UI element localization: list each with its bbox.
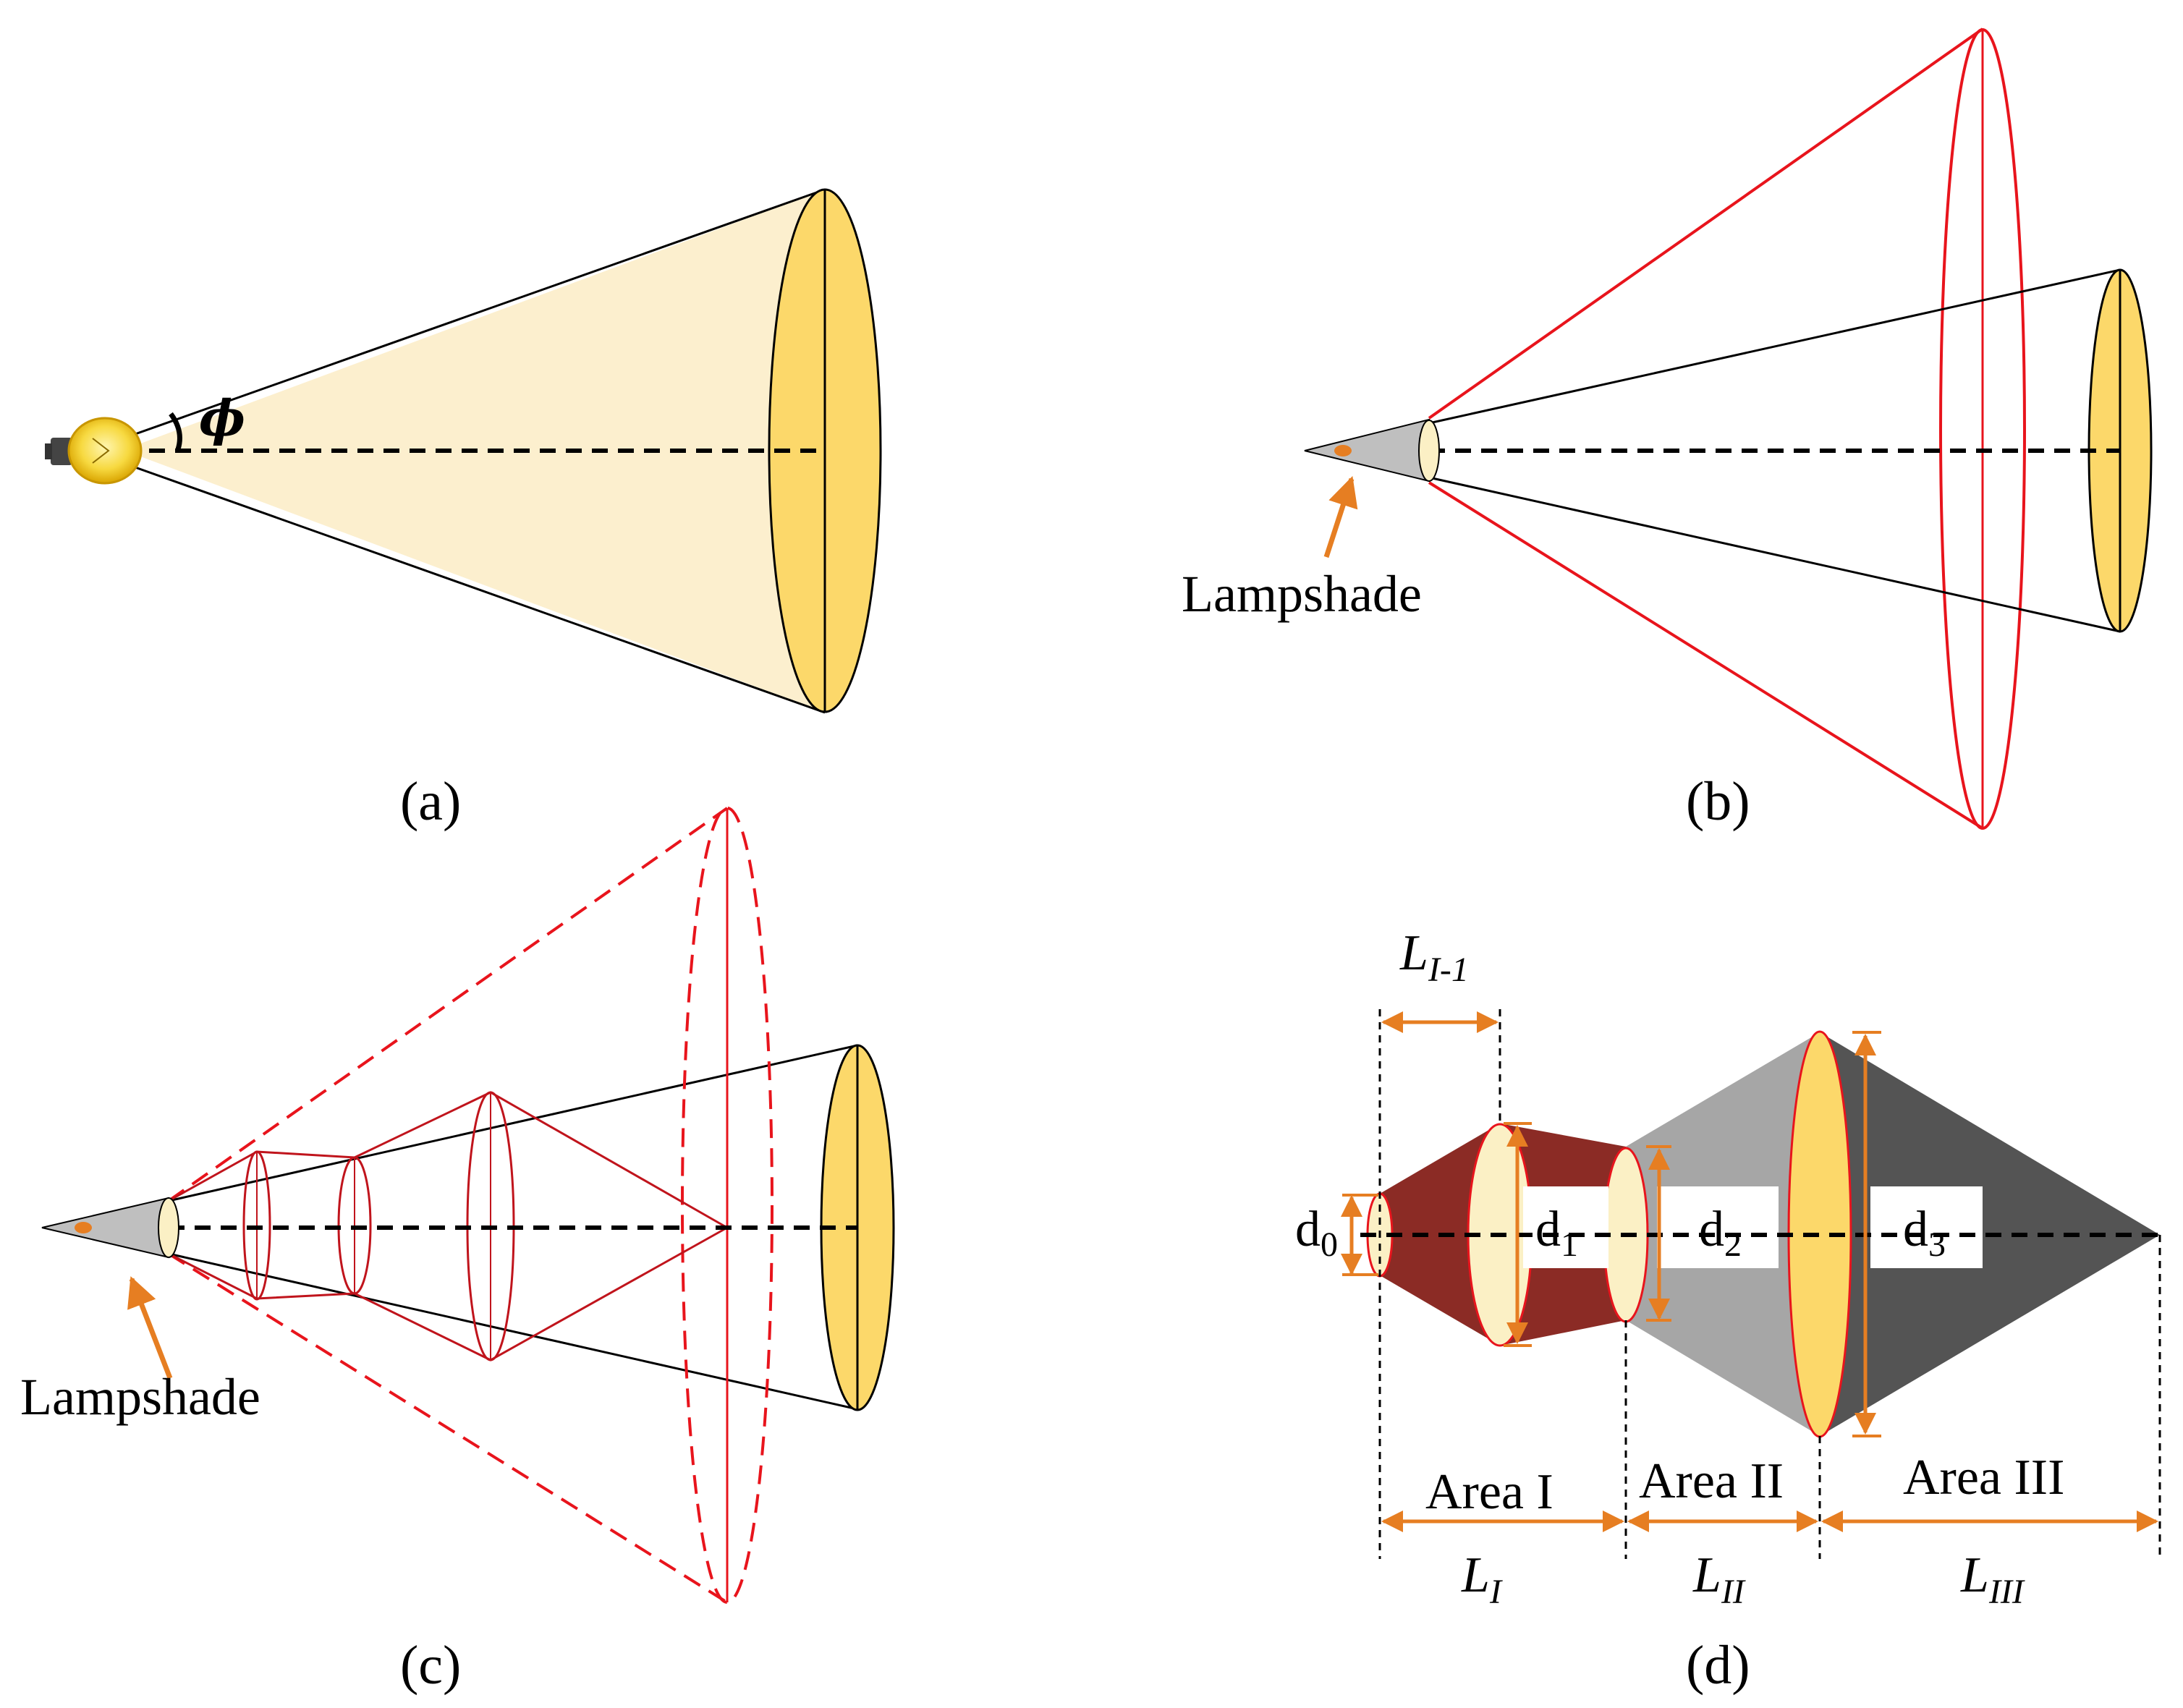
caption-a: (a) [400, 771, 461, 832]
red-zigzag-top [168, 1091, 728, 1229]
area-iii-label: Area III [1903, 1450, 2064, 1505]
panel-a: ϕ (a) [45, 188, 882, 832]
caption-d: (d) [1686, 1635, 1750, 1696]
l-i-label: LI [1461, 1547, 1503, 1611]
lampshade [1304, 418, 1430, 483]
beam-bottom-edge [1428, 476, 2121, 633]
l-i-1-label: LI-1 [1399, 925, 1469, 989]
red-cone-bottom [1428, 481, 1984, 830]
lampshade [41, 1197, 169, 1259]
d3-label-box [1870, 1186, 1983, 1268]
panel-c: Lampshade (c) [20, 807, 895, 1696]
light-source-dot [75, 1222, 92, 1233]
lampshade-label: Lampshade [1182, 565, 1422, 623]
d1-label-box [1523, 1186, 1608, 1268]
red-dashed-end-ellipse [681, 807, 773, 1604]
lampshade-opening [1418, 420, 1440, 482]
angle-arc [169, 412, 182, 451]
light-source-dot [1334, 445, 1352, 456]
caption-c: (c) [400, 1635, 461, 1696]
beam-bottom-edge [168, 1252, 858, 1411]
panel-d: d0 d1 d2 d3 LI-1 Area I Area II Area III… [1295, 925, 2161, 1696]
lampshade-opening [158, 1197, 179, 1258]
lampshade-arrow [1323, 476, 1358, 558]
l-ii-label: LII [1692, 1547, 1746, 1611]
red-dashed-cone-bottom [167, 1252, 729, 1604]
l-iii-label: LIII [1960, 1547, 2025, 1611]
cone-bottom-edge [122, 462, 826, 714]
angle-phi-label: ϕ [199, 390, 245, 448]
d3-label: d3 [1903, 1202, 1946, 1264]
red-dashed-cone-top [167, 807, 729, 1202]
area-ii-label: Area II [1639, 1453, 1784, 1509]
caption-b: (b) [1686, 771, 1750, 832]
cone-top-edge [122, 188, 826, 440]
lampshade-label: Lampshade [20, 1368, 260, 1426]
lampshade-arrow [127, 1276, 173, 1380]
d2-label-box [1657, 1186, 1779, 1268]
d0-label: d0 [1295, 1202, 1338, 1264]
panel-b: Lampshade (b) [1182, 27, 2153, 832]
lightbulb-icon [45, 417, 143, 485]
beam-top-edge [168, 1044, 858, 1202]
d1-label: d1 [1535, 1202, 1578, 1264]
area-i-label: Area I [1425, 1464, 1553, 1520]
beam-top-edge [1428, 268, 2121, 425]
red-cone-top [1428, 27, 1984, 420]
d2-label: d2 [1699, 1202, 1742, 1264]
